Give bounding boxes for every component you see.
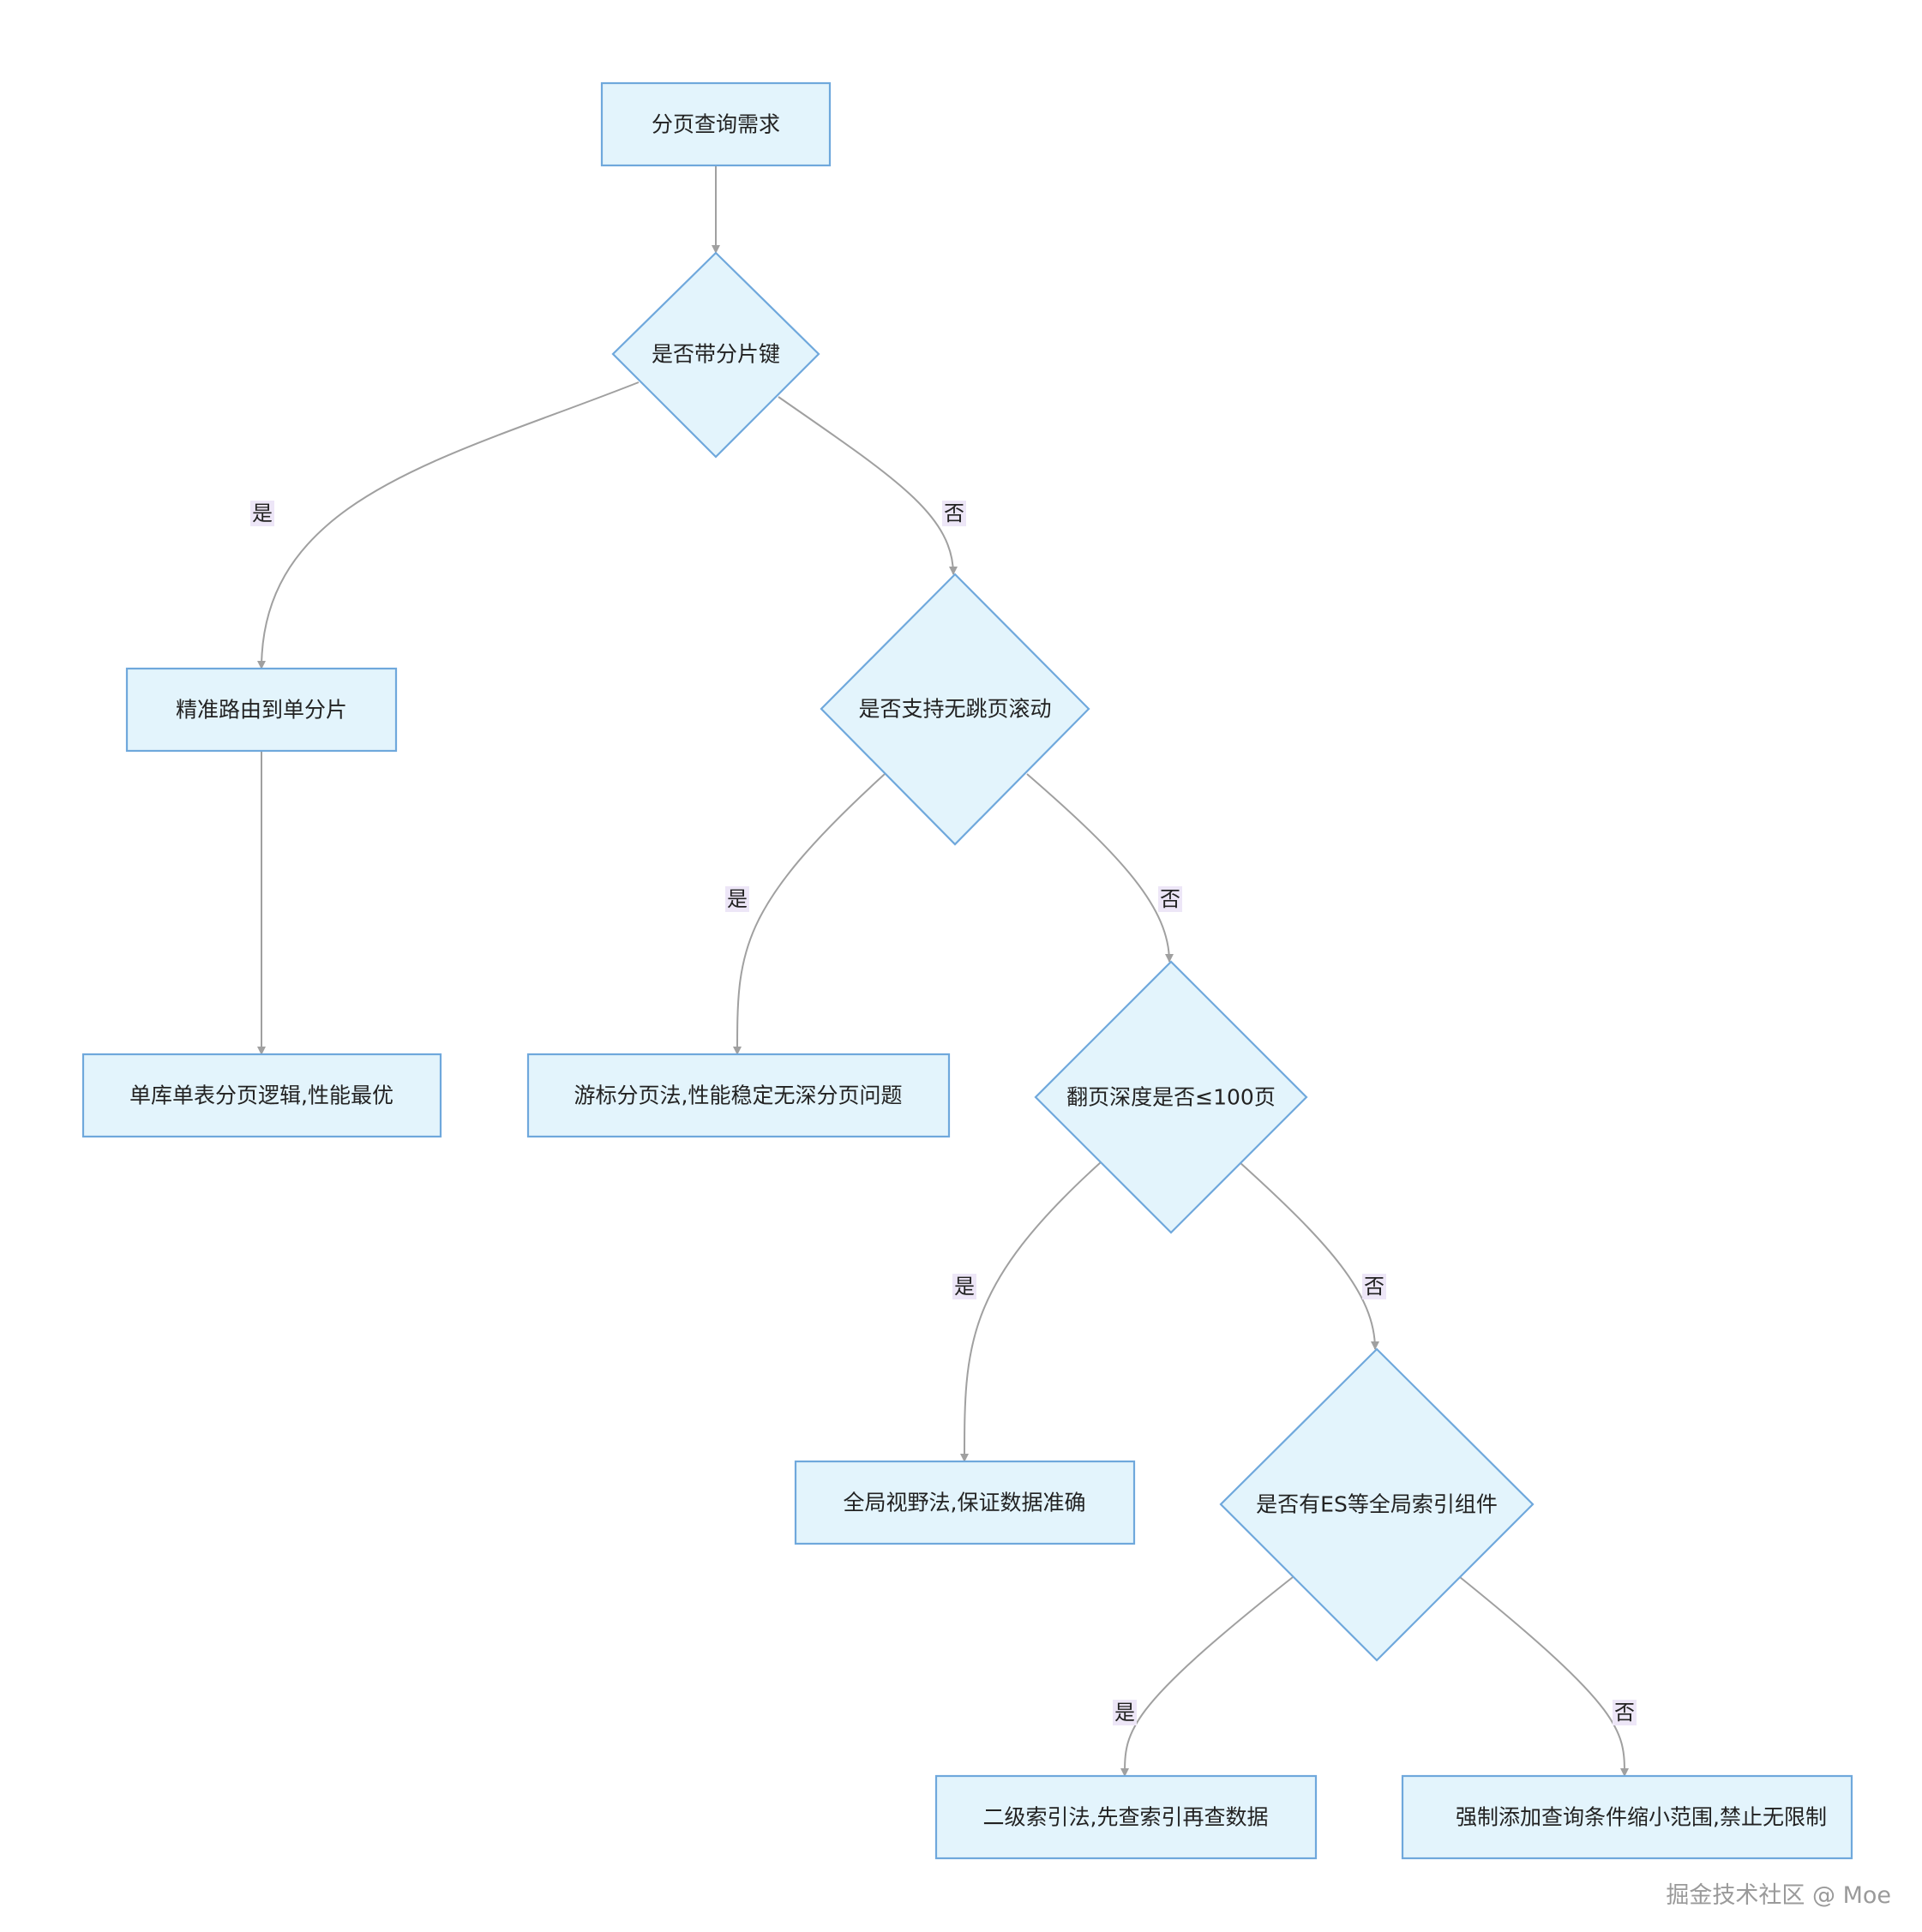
edge-es-no	[1459, 1576, 1629, 1777]
node-force-limit: 强制添加查询条件缩小范围,禁止无限制	[1401, 1774, 1853, 1860]
node-route-single-text: 精准路由到单分片	[176, 698, 347, 723]
edge-nojump-yes	[733, 773, 886, 1055]
label-shard-yes: 是	[252, 501, 273, 525]
node-global-view: 全局视野法,保证数据准确	[794, 1460, 1136, 1545]
node-force-limit-text: 强制添加查询条件缩小范围,禁止无限制	[1456, 1805, 1827, 1830]
label-shard-no: 否	[944, 501, 964, 525]
node-single-db: 单库单表分页逻辑,性能最优	[81, 1053, 442, 1138]
label-nojump-no: 否	[1160, 887, 1180, 911]
edges	[257, 165, 1629, 1777]
node-q-no-jump: 是否支持无跳页滚动	[820, 573, 1090, 846]
node-global-view-text: 全局视野法,保证数据准确	[844, 1491, 1086, 1515]
edge-es-yes	[1120, 1576, 1294, 1777]
edge-labels: 是 否 是 否 是 否 是 否	[250, 501, 1637, 1725]
edge-depth-yes	[960, 1161, 1102, 1462]
node-q-depth-text: 翻页深度是否≤100页	[1066, 1085, 1276, 1110]
label-es-no: 否	[1614, 1701, 1635, 1725]
label-nojump-yes: 是	[727, 887, 748, 911]
node-start-text: 分页查询需求	[652, 112, 780, 137]
node-q-es-text: 是否有ES等全局索引组件	[1256, 1492, 1498, 1517]
edge-depth-no	[1239, 1161, 1379, 1350]
node-q-depth: 翻页深度是否≤100页	[1034, 960, 1308, 1234]
edge-shard-no	[778, 396, 958, 575]
node-start: 分页查询需求	[600, 81, 832, 167]
node-q-shard-key: 是否带分片键	[611, 251, 820, 459]
node-route-single: 精准路由到单分片	[125, 667, 398, 753]
node-cursor-text: 游标分页法,性能稳定无深分页问题	[574, 1083, 903, 1108]
node-q-es: 是否有ES等全局索引组件	[1219, 1347, 1535, 1662]
node-q-no-jump-text: 是否支持无跳页滚动	[858, 697, 1051, 722]
node-secondary-index: 二级索引法,先查索引再查数据	[934, 1774, 1318, 1860]
label-depth-yes: 是	[954, 1275, 975, 1299]
edge-shard-yes	[257, 381, 640, 669]
label-es-yes: 是	[1114, 1701, 1135, 1725]
watermark: 掘金技术社区 @ Moe	[1666, 1882, 1891, 1909]
node-single-db-text: 单库单表分页逻辑,性能最优	[129, 1083, 393, 1108]
node-cursor: 游标分页法,性能稳定无深分页问题	[526, 1053, 951, 1138]
label-depth-no: 否	[1364, 1275, 1384, 1299]
node-q-shard-key-text: 是否带分片键	[652, 342, 780, 367]
node-secondary-index-text: 二级索引法,先查索引再查数据	[983, 1805, 1269, 1830]
edge-nojump-no	[1026, 773, 1174, 963]
